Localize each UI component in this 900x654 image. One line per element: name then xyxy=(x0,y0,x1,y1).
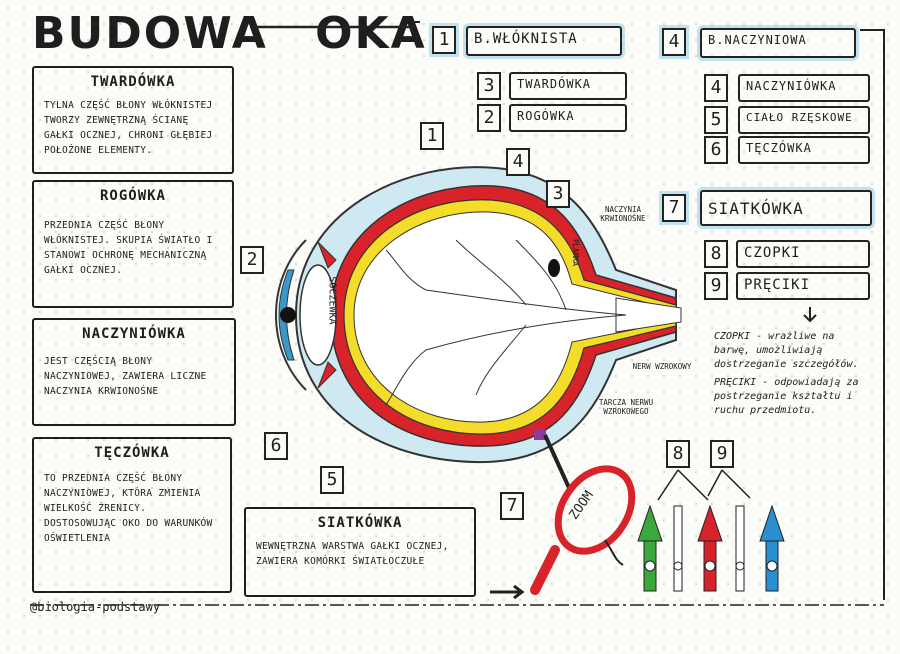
box-heading: NACZYNIÓWKA xyxy=(82,326,186,342)
photoreceptor-cells xyxy=(637,469,785,592)
callout-number: 3 xyxy=(546,180,570,208)
cornea-shape xyxy=(275,239,307,391)
box-heading: ROGÓWKA xyxy=(99,188,166,204)
callout-number: 1 xyxy=(420,122,444,150)
legend-item-label: CIAŁO RZĘSKOWE xyxy=(738,106,870,134)
callout-number: 9 xyxy=(710,440,734,468)
macula-label: PLAMKA xyxy=(571,238,581,267)
box-heading: TĘCZÓWKA xyxy=(94,445,170,461)
info-box-siatkowka: SIATKÓWKA WEWNĘTRZNA WARSTWA GAŁKI OCZNE… xyxy=(244,507,476,597)
ciliary-bottom-shape xyxy=(317,361,337,389)
magnifier-graphic xyxy=(530,434,636,595)
blood-vessels xyxy=(385,239,627,406)
callout-number: 6 xyxy=(264,432,288,460)
legend-group-label: B.WŁÓKNISTA xyxy=(466,26,622,56)
legend-number: 4 xyxy=(704,74,728,102)
legend-number: 1 xyxy=(432,26,456,54)
ciliary-top-shape xyxy=(317,241,337,269)
legend-group-label: SIATKÓWKA xyxy=(700,190,872,226)
legend-number: 7 xyxy=(662,194,686,222)
legend-item-label: PRĘCIKI xyxy=(736,272,870,300)
legend-number: 8 xyxy=(704,240,728,268)
box-heading: TWARDÓWKA xyxy=(90,74,176,90)
rod-2 xyxy=(735,505,745,592)
lens-label: SOCZEWKA xyxy=(326,276,338,325)
vessels-label: NACZYNIA KRWIONOŚNE xyxy=(600,205,646,223)
box-text: TO PRZEDNIA CZĘŚĆ BŁONY NACZYNIOWEJ, KTÓ… xyxy=(44,473,213,544)
box-text: PRZEDNIA CZĘŚĆ BŁONY WŁÓKNISTEJ. SKUPIA … xyxy=(44,220,213,276)
legend-number: 5 xyxy=(704,106,728,134)
legend-group-label: B.NACZYNIOWA xyxy=(700,28,856,58)
info-box-rogowka: ROGÓWKA PRZEDNIA CZĘŚĆ BŁONY WŁÓKNISTEJ.… xyxy=(32,180,234,308)
arrow-down-icon xyxy=(803,307,817,323)
zoom-marker xyxy=(534,430,546,440)
legend-item-label: NACZYNIÓWKA xyxy=(738,74,870,102)
legend-item-label: ROGÓWKA xyxy=(509,104,627,132)
optic-nerve-label: NERW WZROKOWY xyxy=(632,362,692,371)
note-preciki: PRĘCIKI - odpowiadają za postrzeganie ks… xyxy=(714,377,859,416)
legend-item-label: TWARDÓWKA xyxy=(509,72,627,100)
legend-number: 2 xyxy=(477,104,501,132)
arrow-right-icon xyxy=(490,584,525,600)
cone-red xyxy=(697,504,723,592)
callout-number: 8 xyxy=(666,440,690,468)
box-text: JEST CZĘŚCIĄ BŁONY NACZYNIOWEJ, ZAWIERA … xyxy=(44,356,207,397)
rod-1 xyxy=(673,505,683,592)
optic-nerve-shape xyxy=(615,297,682,333)
macula-shape xyxy=(548,259,560,277)
eye-diagram xyxy=(275,166,682,464)
cone-green xyxy=(637,504,663,592)
cone-blue xyxy=(759,504,785,592)
page-title: BUDOWA OKA xyxy=(32,8,427,59)
callout-number: 4 xyxy=(506,148,530,176)
callout-number: 7 xyxy=(500,492,524,520)
legend-number: 4 xyxy=(662,28,686,56)
box-text: WEWNĘTRZNA WARSTWA GAŁKI OCZNEJ, ZAWIERA… xyxy=(256,541,449,567)
legend-item-label: CZOPKI xyxy=(736,240,870,268)
callout-number: 5 xyxy=(320,466,344,494)
legend-number: 9 xyxy=(704,272,728,300)
box-heading: SIATKÓWKA xyxy=(317,515,403,531)
optic-disc-label: TARCZA NERWU WZROKOWEGO xyxy=(598,398,654,416)
info-box-teczowka: TĘCZÓWKA TO PRZEDNIA CZĘŚĆ BŁONY NACZYNI… xyxy=(32,437,232,593)
title-underline xyxy=(250,25,415,29)
box-text: TYLNA CZĘŚĆ BŁONY WŁÓKNISTEJ TWORZY ZEWN… xyxy=(44,100,213,156)
author-credit: @biologia-podstawy xyxy=(30,600,161,614)
info-box-naczyniowka: NACZYNIÓWKA JEST CZĘŚCIĄ BŁONY NACZYNIOW… xyxy=(32,318,236,426)
note-czopki: CZOPKI - wrażliwe na barwę, umożliwiają … xyxy=(714,331,859,370)
legend-number: 6 xyxy=(704,136,728,164)
info-box-twardowka: TWARDÓWKA TYLNA CZĘŚĆ BŁONY WŁÓKNISTEJ T… xyxy=(32,66,234,174)
legend-number: 3 xyxy=(477,72,501,100)
callout-number: 2 xyxy=(240,246,264,274)
pupil-shape xyxy=(280,307,296,323)
lens-shape xyxy=(299,264,337,366)
legend-item-label: TĘCZÓWKA xyxy=(738,136,870,164)
